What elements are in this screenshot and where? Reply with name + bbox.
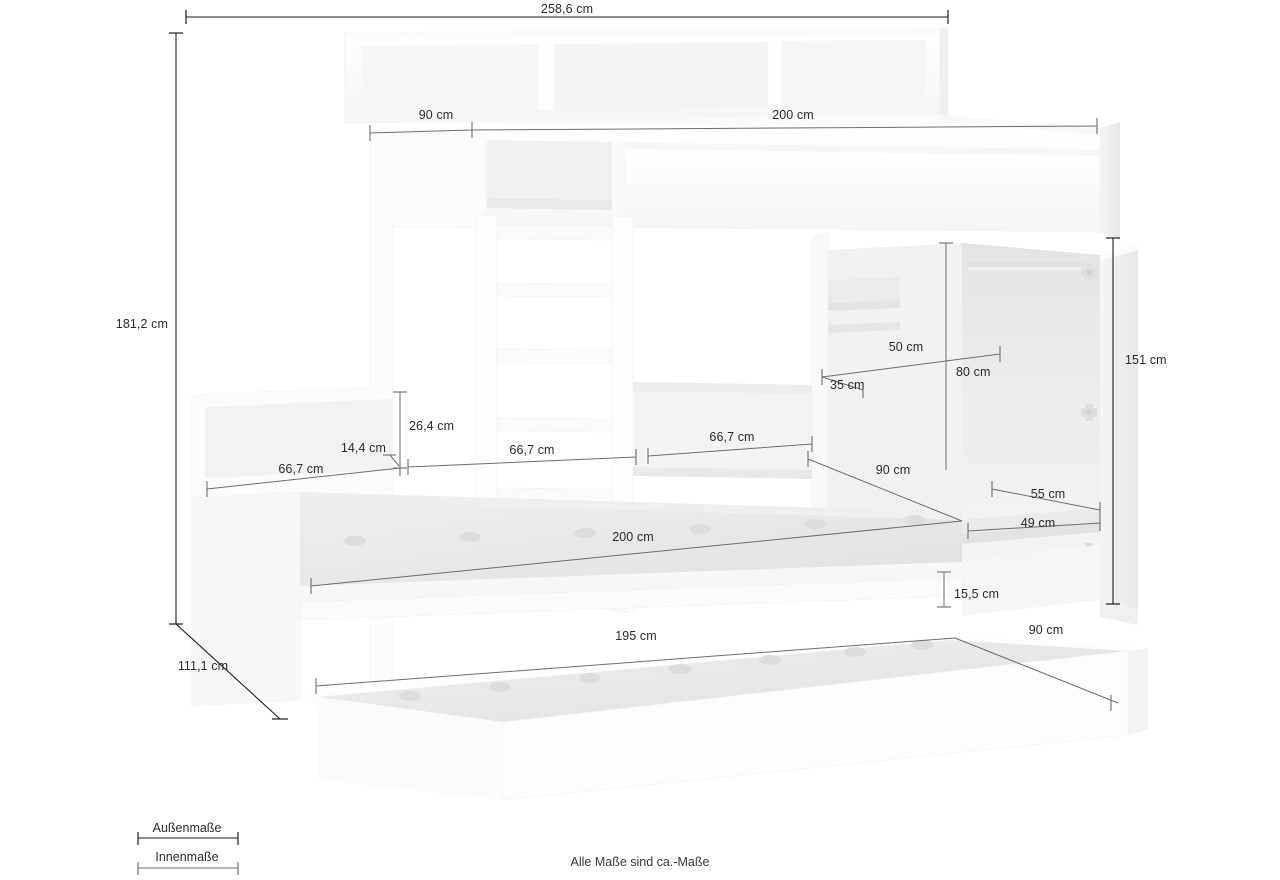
dim-label-wardrobe-hang-height: 80 cm: [956, 365, 991, 379]
dim-label-lower-bed-length: 200 cm: [612, 530, 654, 544]
dim-compartment-left: 66,7 cm: [206, 460, 401, 497]
legend-outer: Außenmaße: [137, 821, 239, 845]
dim-overall-width: 258,6 cm: [185, 2, 949, 24]
dim-label-shelf-depth-35: 35 cm: [830, 378, 865, 392]
dim-label-wardrobe-inner-55: 55 cm: [1031, 487, 1066, 501]
dim-label-shelf-depth-50: 50 cm: [889, 340, 924, 354]
dim-label-wardrobe-height: 151 cm: [1125, 353, 1167, 367]
dim-overall-depth: 111,1 cm: [175, 623, 288, 720]
dim-wardrobe-height: 151 cm: [1106, 237, 1167, 605]
dim-shelf-depth-35: 35 cm: [821, 376, 865, 398]
furniture-illustration: [191, 27, 1148, 801]
dim-trundle-width: 90 cm: [954, 623, 1119, 711]
legend: Außenmaße Innenmaße: [137, 821, 239, 875]
dim-lower-bed-width: 90 cm: [807, 451, 963, 522]
dim-label-trundle-width: 90 cm: [1029, 623, 1064, 637]
dim-trundle-length: 195 cm: [315, 629, 956, 694]
dim-clearance-height: 15,5 cm: [937, 571, 999, 608]
footnote-approx-dimensions: Alle Maße sind ca.-Maße: [571, 855, 710, 869]
dim-label-compartment-right: 66,7 cm: [709, 430, 754, 444]
dim-wardrobe-inner-55: 55 cm: [991, 481, 1101, 518]
middle-shelf-unit: [633, 382, 828, 479]
dim-shelf-height-small: 14,4 cm: [341, 441, 400, 467]
dim-compartment-mid: 66,7 cm: [407, 443, 637, 475]
dim-shelf-height-large: 26,4 cm: [393, 391, 454, 469]
lower-bed-deck: [299, 492, 963, 621]
legend-inner-label: Innenmaße: [155, 850, 218, 864]
dim-label-compartment-mid: 66,7 cm: [509, 443, 554, 457]
dim-label-overall-height: 181,2 cm: [116, 317, 168, 331]
upper-bunk-box: [369, 115, 1120, 240]
hinge-icon: [1081, 264, 1097, 281]
dim-label-top-bed-length: 200 cm: [772, 108, 814, 122]
legend-outer-label: Außenmaße: [153, 821, 222, 835]
dim-label-wardrobe-inner-49: 49 cm: [1021, 516, 1056, 530]
legend-inner: Innenmaße: [137, 850, 239, 875]
dim-label-overall-width: 258,6 cm: [541, 2, 593, 16]
dim-compartment-right: 66,7 cm: [647, 430, 813, 464]
dim-label-shelf-height-small: 14,4 cm: [341, 441, 386, 455]
dim-label-shelf-height-large: 26,4 cm: [409, 419, 454, 433]
hinge-icon: [1081, 404, 1097, 421]
dim-lower-bed-length: 200 cm: [310, 520, 963, 594]
dim-label-clearance-height: 15,5 cm: [954, 587, 999, 601]
dim-overall-height: 181,2 cm: [116, 32, 183, 625]
trundle-bed: [305, 636, 1148, 801]
dim-top-shelf-left: 90 cm: [369, 108, 473, 141]
dim-label-compartment-left: 66,7 cm: [278, 462, 323, 476]
dim-wardrobe-inner-49: 49 cm: [967, 515, 1101, 539]
dim-label-top-shelf-left: 90 cm: [419, 108, 454, 122]
dim-top-bed-length: 200 cm: [471, 108, 1098, 134]
top-shelf-unit: [344, 27, 948, 124]
wardrobe-interior: [828, 243, 1138, 625]
dim-wardrobe-hang-height: 80 cm: [939, 242, 991, 470]
dim-label-overall-depth: 111,1 cm: [178, 659, 228, 673]
dim-label-lower-bed-width: 90 cm: [876, 463, 911, 477]
dim-label-trundle-length: 195 cm: [615, 629, 657, 643]
